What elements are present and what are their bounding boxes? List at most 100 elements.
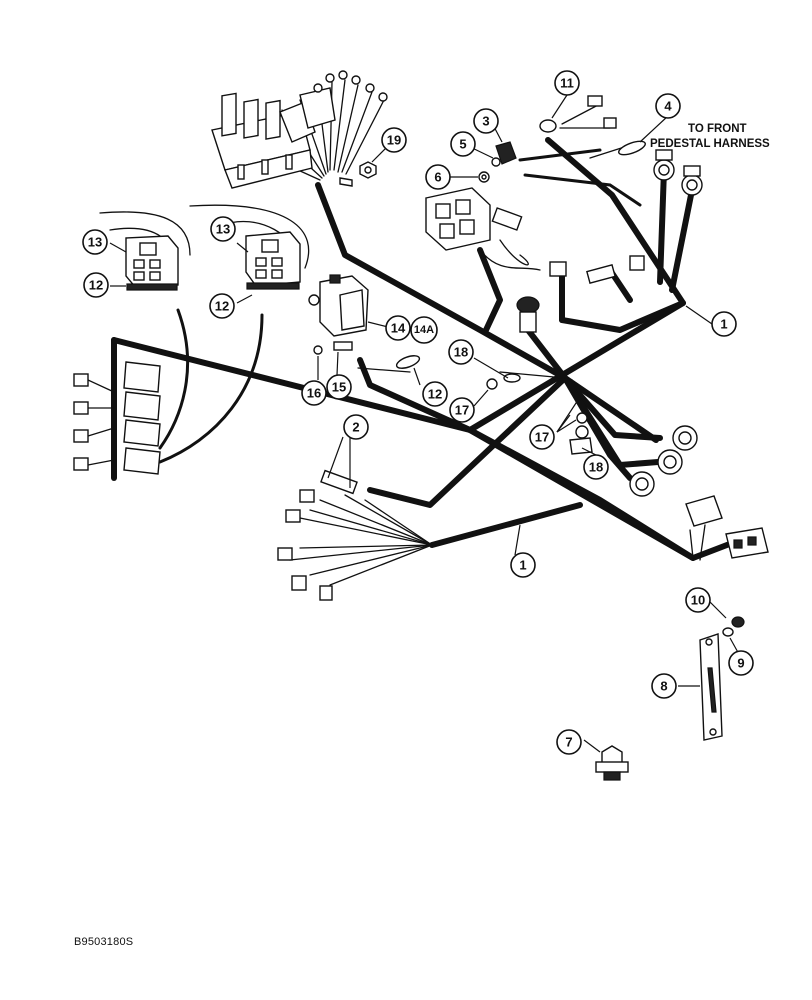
svg-text:6: 6 bbox=[434, 170, 441, 185]
callout-9: 9 bbox=[728, 650, 754, 676]
svg-text:1: 1 bbox=[720, 317, 727, 332]
callout-18-upper: 18 bbox=[448, 339, 474, 365]
lower-fan-connectors bbox=[277, 469, 358, 601]
callout-17-upper: 17 bbox=[449, 397, 475, 423]
terminal-18-upper bbox=[503, 373, 521, 383]
harness-connector-branch-c bbox=[562, 375, 633, 481]
main-harness bbox=[111, 137, 743, 561]
sender-7 bbox=[595, 745, 629, 781]
callout-1-lower: 1 bbox=[510, 552, 536, 578]
upper-left-connector-block bbox=[211, 87, 336, 189]
svg-text:18: 18 bbox=[589, 460, 603, 475]
callout-14: 14 bbox=[385, 315, 411, 341]
washer-5 bbox=[491, 157, 501, 167]
callout-10: 10 bbox=[685, 587, 711, 613]
ring-terminal-12 bbox=[395, 355, 421, 369]
svg-text:14: 14 bbox=[391, 321, 406, 336]
svg-text:17: 17 bbox=[535, 430, 549, 445]
harness-gauge-branch-b bbox=[669, 187, 695, 293]
harness-lower-right bbox=[467, 427, 743, 561]
washer-17-upper bbox=[486, 378, 498, 390]
svg-text:7: 7 bbox=[565, 735, 572, 750]
svg-text:12: 12 bbox=[89, 278, 103, 293]
svg-text:17: 17 bbox=[455, 403, 469, 418]
callout-11: 11 bbox=[554, 70, 580, 96]
module-14 bbox=[308, 274, 369, 337]
washer-17-lower bbox=[575, 412, 589, 439]
svg-text:5: 5 bbox=[459, 137, 466, 152]
callout-3: 3 bbox=[473, 108, 499, 134]
callout-15: 15 bbox=[326, 374, 352, 400]
svg-text:2: 2 bbox=[352, 420, 359, 435]
bolt-15 bbox=[333, 341, 353, 351]
callout-5: 5 bbox=[450, 131, 476, 157]
svg-text:18: 18 bbox=[454, 345, 468, 360]
relay-socket-left bbox=[125, 235, 179, 291]
callout-13-right: 13 bbox=[210, 216, 236, 242]
harness-connector-branch-a bbox=[562, 375, 663, 441]
figure-id: B9503180S bbox=[74, 936, 134, 948]
callout-13-left: 13 bbox=[82, 229, 108, 255]
svg-text:4: 4 bbox=[664, 99, 672, 114]
relay-plugs bbox=[549, 255, 645, 285]
svg-text:14A: 14A bbox=[414, 324, 434, 336]
nut-19 bbox=[339, 161, 377, 187]
harness-mid-branch bbox=[559, 300, 686, 333]
harness-switch-branch bbox=[525, 327, 568, 381]
svg-text:12: 12 bbox=[428, 387, 442, 402]
left-connectors bbox=[73, 361, 161, 475]
clip-3 bbox=[495, 141, 517, 165]
note-line-1: TO FRONT bbox=[688, 123, 747, 135]
callout-18-lower: 18 bbox=[583, 454, 609, 480]
strap-8 bbox=[699, 633, 723, 741]
harness-upper-trunk bbox=[315, 182, 659, 443]
gauge-connectors bbox=[653, 149, 703, 196]
washer-9 bbox=[722, 627, 734, 637]
nut-6 bbox=[478, 171, 490, 183]
callout-16: 16 bbox=[301, 380, 327, 406]
harness-lower-branch bbox=[429, 502, 583, 548]
callout-8: 8 bbox=[651, 673, 677, 699]
svg-text:12: 12 bbox=[215, 299, 229, 314]
callout-6: 6 bbox=[425, 164, 451, 190]
svg-text:8: 8 bbox=[660, 679, 667, 694]
svg-text:16: 16 bbox=[307, 386, 321, 401]
front-pedestal-note: TO FRONT PEDESTAL HARNESS bbox=[650, 123, 770, 150]
svg-text:13: 13 bbox=[88, 235, 102, 250]
switch bbox=[516, 296, 540, 333]
svg-text:10: 10 bbox=[691, 593, 705, 608]
nut-10 bbox=[731, 616, 745, 628]
components bbox=[73, 70, 769, 781]
harness-gauge-branch-a bbox=[657, 167, 667, 285]
lower-right-connectors bbox=[685, 495, 769, 559]
callout-14a: 14A bbox=[410, 316, 438, 344]
round-connectors-right bbox=[629, 425, 698, 497]
grommet-11 bbox=[539, 95, 617, 133]
svg-text:1: 1 bbox=[519, 558, 526, 573]
harness-fusebox-branch bbox=[477, 247, 503, 333]
ground-lead-4 bbox=[618, 140, 646, 156]
svg-text:3: 3 bbox=[482, 114, 489, 129]
callout-12-module: 12 bbox=[422, 381, 448, 407]
wires bbox=[87, 79, 736, 586]
harness-right-trunk bbox=[467, 137, 686, 433]
callout-17-lower: 17 bbox=[529, 424, 555, 450]
callout-7: 7 bbox=[556, 729, 582, 755]
harness-cross bbox=[367, 375, 568, 508]
svg-text:15: 15 bbox=[332, 380, 346, 395]
callout-12-left: 12 bbox=[83, 272, 109, 298]
callout-2: 2 bbox=[343, 414, 369, 440]
relay-socket-right bbox=[245, 231, 301, 290]
callout-19: 19 bbox=[381, 127, 407, 153]
svg-text:19: 19 bbox=[387, 133, 401, 148]
svg-text:13: 13 bbox=[216, 222, 230, 237]
leader-lines bbox=[109, 94, 741, 753]
svg-text:11: 11 bbox=[560, 76, 574, 91]
fuse-box bbox=[425, 187, 523, 251]
washer-16 bbox=[313, 345, 323, 355]
callout-4: 4 bbox=[655, 93, 681, 119]
callout-12-middle: 12 bbox=[209, 293, 235, 319]
ring-terminals bbox=[313, 70, 388, 102]
note-line-2: PEDESTAL HARNESS bbox=[650, 138, 770, 150]
